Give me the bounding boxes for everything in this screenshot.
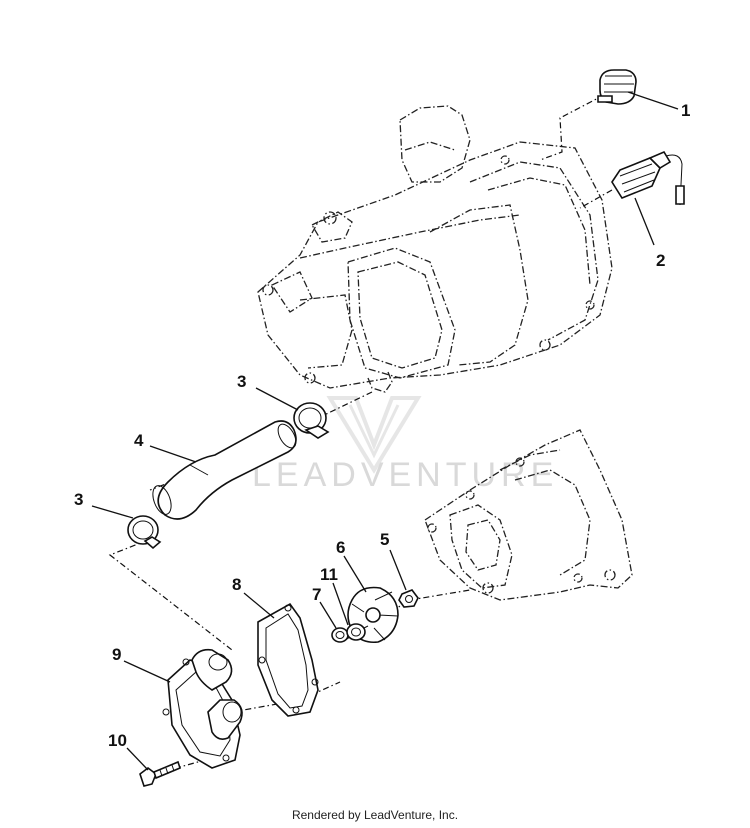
- callout-1: 1: [681, 101, 690, 120]
- callout-11: 11: [320, 565, 338, 584]
- callout-10: 10: [108, 731, 127, 750]
- watermark-text: LEADVENTURE: [252, 456, 558, 494]
- engine-cylinder-head: [257, 105, 613, 393]
- part-5-nut: [398, 589, 419, 608]
- leader-lines: [91, 91, 679, 771]
- part-4-hose: [152, 420, 297, 520]
- part-11-washer: [346, 623, 366, 641]
- callout-6: 6: [336, 538, 345, 557]
- part-3-clamp-lower: [127, 515, 162, 550]
- callout-3-upper: 3: [237, 372, 246, 391]
- part-3-clamp-upper: [293, 402, 330, 439]
- part-1-cap: [597, 69, 637, 105]
- callout-9: 9: [112, 645, 121, 664]
- footer-credit: Rendered by LeadVenture, Inc.: [291, 808, 459, 822]
- callout-2: 2: [656, 251, 665, 270]
- callout-7: 7: [312, 585, 321, 604]
- part-7-nut: [331, 627, 349, 643]
- engine-crankcase: [424, 429, 633, 601]
- callout-5: 5: [380, 530, 389, 549]
- callout-3-lower: 3: [74, 490, 83, 509]
- callout-4: 4: [134, 431, 144, 450]
- part-9-pump-cover: [162, 648, 243, 769]
- part-8-gasket: [257, 602, 319, 717]
- watermark-logo: [326, 396, 422, 474]
- part-10-bolt: [139, 760, 181, 787]
- part-2-sensor: [611, 150, 685, 206]
- callout-8: 8: [232, 575, 241, 594]
